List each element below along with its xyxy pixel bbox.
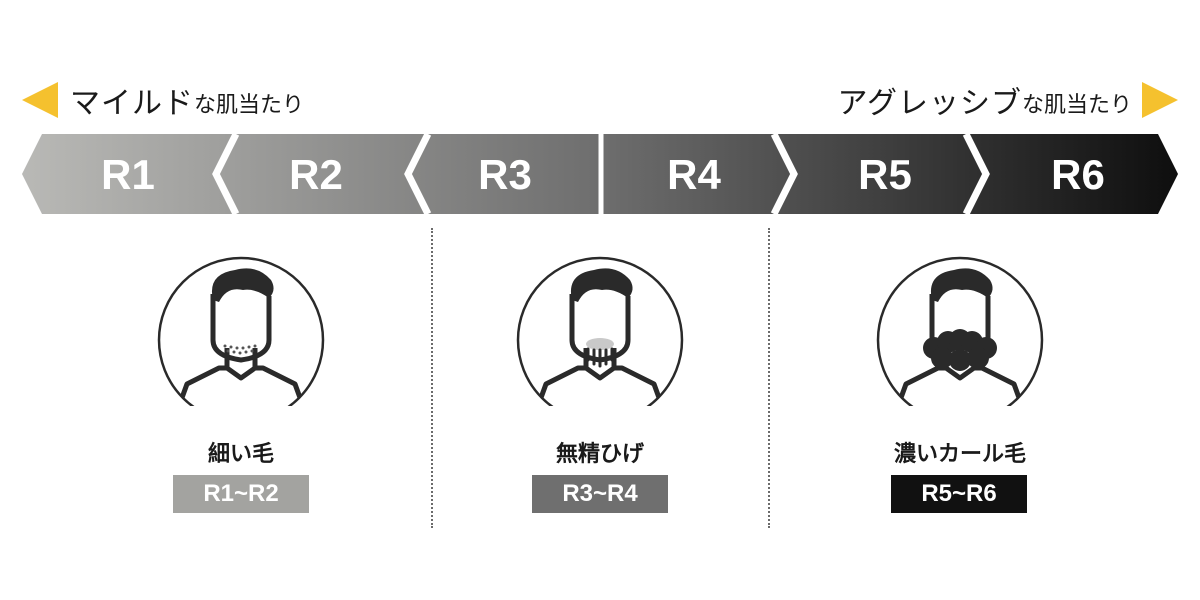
segment-r5: R5 xyxy=(858,151,912,198)
separator-r5-r6 xyxy=(962,132,990,216)
divider-right xyxy=(768,228,770,528)
caption-stubble: 無精ひげ xyxy=(555,442,644,467)
separator-r1-r2 xyxy=(212,132,240,216)
segment-r2: R2 xyxy=(289,151,343,198)
r-scale-bar: R1 R2 R3 R4 R5 R6 xyxy=(22,132,1178,216)
range-tag-r1-r2: R1~R2 xyxy=(173,475,309,513)
range-tag-r5-r6: R5~R6 xyxy=(891,475,1027,513)
caption-curly-beard: 濃いカール毛 xyxy=(893,442,1026,467)
separator-r4-r5 xyxy=(770,132,798,216)
aggressive-label: アグレッシブ な肌当たり xyxy=(837,78,1178,122)
fine-hair-face-icon xyxy=(157,256,325,406)
segment-r4: R4 xyxy=(667,151,721,198)
curly-beard-face-icon xyxy=(876,256,1044,406)
right-arrow-icon xyxy=(1142,82,1178,118)
mild-label: マイルド な肌当たり xyxy=(22,78,304,122)
mild-label-suffix: な肌当たり xyxy=(194,93,305,118)
segment-r3: R3 xyxy=(478,151,532,198)
caption-fine-hair: 細い毛 xyxy=(207,442,274,467)
range-tag-r3-r4: R3~R4 xyxy=(532,475,668,513)
segment-r1: R1 xyxy=(101,151,155,198)
segment-r6: R6 xyxy=(1051,151,1105,198)
left-arrow-icon xyxy=(22,82,58,118)
aggressive-label-main: アグレッシブ xyxy=(837,86,1022,121)
stubble-face-icon xyxy=(516,256,684,406)
divider-left xyxy=(431,228,433,528)
separator-r2-r3 xyxy=(404,132,432,216)
aggressive-label-suffix: な肌当たり xyxy=(1021,93,1132,118)
mild-label-main: マイルド xyxy=(70,86,194,121)
